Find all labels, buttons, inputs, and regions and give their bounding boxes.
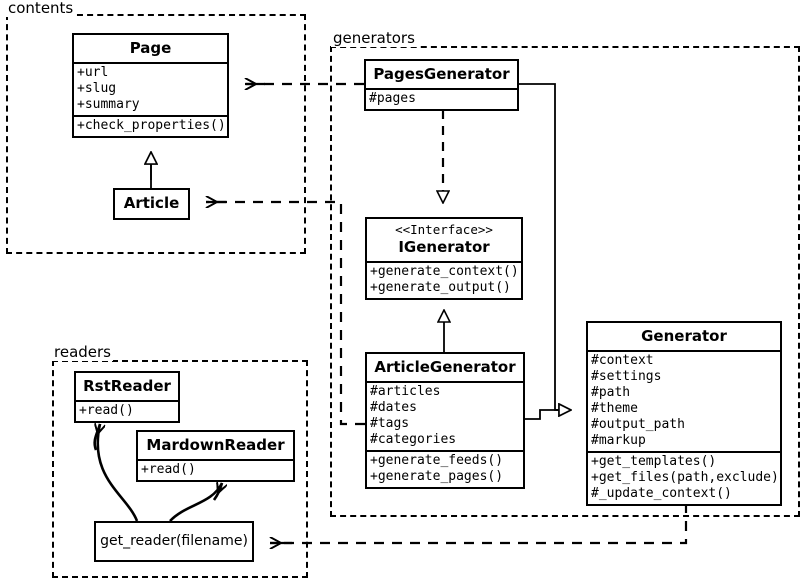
attribute: #articles <box>370 384 441 399</box>
class-pagesgenerator[interactable]: PagesGenerator #pages <box>364 59 519 111</box>
class-page-title: Page <box>129 39 172 57</box>
class-generator[interactable]: Generator #context #settings #path #them… <box>586 321 782 506</box>
attribute: +slug <box>77 81 117 96</box>
class-page[interactable]: Page +url +slug +summary +check_properti… <box>72 33 229 138</box>
attribute: +url <box>77 65 109 80</box>
class-igenerator-title: <<Interface>> IGenerator <box>367 219 521 261</box>
class-igenerator-stereotype: <<Interface>> <box>395 222 493 237</box>
attribute: #output_path <box>591 417 685 432</box>
package-generators <box>330 46 800 517</box>
attribute: #dates <box>370 400 417 415</box>
method: +get_templates() <box>591 454 717 469</box>
method: +read() <box>79 403 134 418</box>
package-contents-label: contents <box>6 0 76 17</box>
method: +generate_pages() <box>370 469 504 484</box>
method: +generate_feeds() <box>370 453 504 468</box>
edge-arrowhead-to-mardownreader <box>212 483 222 501</box>
method: +read() <box>141 462 196 477</box>
class-pagesgenerator-attributes: #pages <box>366 88 517 109</box>
function-get-reader-label: get_reader(filename) <box>100 533 248 549</box>
class-generator-attributes: #context #settings #path #theme #output_… <box>588 350 780 451</box>
class-igenerator[interactable]: <<Interface>> IGenerator +generate_conte… <box>365 217 523 300</box>
method: +get_files(path,exclude) <box>591 470 779 485</box>
class-igenerator-methods: +generate_context() +generate_output() <box>367 261 521 298</box>
attribute: #markup <box>591 433 646 448</box>
edge-articlegenerator-generalizes-generator <box>525 409 571 420</box>
package-readers-label: readers <box>52 343 113 361</box>
method: +check_properties() <box>77 118 226 133</box>
attribute: +summary <box>77 97 140 112</box>
class-articlegenerator-methods: +generate_feeds() +generate_pages() <box>367 450 523 487</box>
class-page-methods: +check_properties() <box>74 115 227 136</box>
attribute: #pages <box>369 91 416 106</box>
class-mardownreader-methods: +read() <box>138 459 293 480</box>
attribute: #theme <box>591 401 638 416</box>
package-contents <box>6 14 306 254</box>
class-article-title: Article <box>123 194 180 212</box>
method: +generate_context() <box>370 264 519 279</box>
attribute: #path <box>591 385 631 400</box>
function-get-reader[interactable]: get_reader(filename) <box>94 521 254 562</box>
class-rstreader-methods: +read() <box>76 400 178 421</box>
class-article[interactable]: Article <box>113 188 190 220</box>
class-pagesgenerator-title: PagesGenerator <box>373 65 510 83</box>
method: +generate_output() <box>370 280 511 295</box>
method: #_update_context() <box>591 486 732 501</box>
class-rstreader[interactable]: RstReader +read() <box>74 371 180 423</box>
edge-arrowhead-to-rstreader <box>93 424 100 451</box>
attribute: #settings <box>591 369 662 384</box>
attribute: #categories <box>370 432 457 447</box>
class-mardownreader-title: MardownReader <box>146 436 285 454</box>
class-articlegenerator[interactable]: ArticleGenerator #articles #dates #tags … <box>365 352 525 489</box>
attribute: #context <box>591 353 654 368</box>
edge-articlegenerator-depends-article <box>206 202 365 426</box>
class-articlegenerator-attributes: #articles #dates #tags #categories <box>367 381 523 450</box>
edge-getreader-returns-rstreader <box>98 424 139 522</box>
package-readers <box>52 360 308 578</box>
class-igenerator-name: IGenerator <box>398 238 490 256</box>
class-articlegenerator-title: ArticleGenerator <box>374 358 516 376</box>
package-generators-label: generators <box>331 29 417 47</box>
class-generator-methods: +get_templates() +get_files(path,exclude… <box>588 451 780 504</box>
class-generator-title: Generator <box>641 327 727 345</box>
edge-generator-depends-getreader <box>270 503 688 543</box>
class-page-attributes: +url +slug +summary <box>74 62 227 115</box>
class-rstreader-title: RstReader <box>83 377 171 395</box>
attribute: #tags <box>370 416 410 431</box>
class-mardownreader[interactable]: MardownReader +read() <box>136 430 295 482</box>
